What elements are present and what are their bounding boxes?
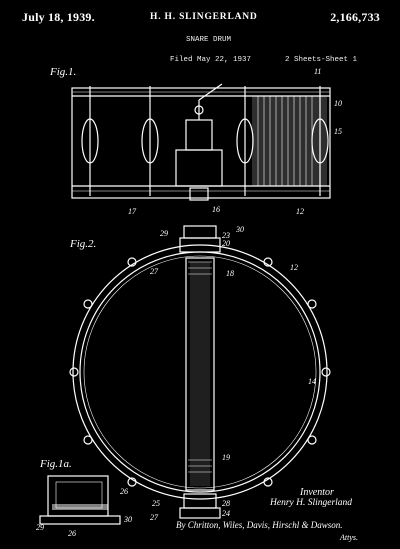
fig1-label: Fig.1. bbox=[50, 66, 77, 78]
inventor-name: H. H. SLINGERLAND bbox=[150, 12, 258, 22]
patent-date: July 18, 1939. bbox=[22, 10, 95, 24]
ref-30: 30 bbox=[235, 225, 244, 234]
ref-27b: 27 bbox=[150, 513, 159, 522]
ref-25: 25 bbox=[152, 499, 160, 508]
ref-26b: 26 bbox=[68, 529, 76, 538]
attorneys-abbrev: Attys. bbox=[340, 533, 358, 542]
ref-14: 14 bbox=[308, 377, 316, 386]
ref-19: 19 bbox=[222, 453, 230, 462]
fig2-drum-top-view: 29 30 23 20 27 18 12 14 19 25 28 24 27 bbox=[69, 225, 331, 522]
fig1a-label: Fig.1a. bbox=[40, 458, 72, 470]
ref-26: 26 bbox=[120, 487, 128, 496]
fig1-drum-side-view: 11 10 15 17 16 12 bbox=[71, 67, 342, 216]
ref-29: 29 bbox=[160, 229, 168, 238]
ref-11: 11 bbox=[314, 67, 321, 76]
ref-10: 10 bbox=[334, 99, 342, 108]
sheet-count: 2 Sheets-Sheet 1 bbox=[285, 56, 358, 64]
ref-12b: 12 bbox=[290, 263, 298, 272]
ref-30b: 30 bbox=[123, 515, 132, 524]
inventor-label: Inventor bbox=[300, 487, 334, 498]
filed-date: Filed May 22, 1937 bbox=[170, 56, 252, 64]
ref-20: 20 bbox=[222, 239, 230, 248]
ref-15: 15 bbox=[334, 127, 342, 136]
patent-number: 2,166,733 bbox=[330, 10, 380, 24]
ref-27: 27 bbox=[150, 267, 159, 276]
invention-title: SNARE DRUM bbox=[186, 36, 232, 44]
ref-16: 16 bbox=[212, 205, 220, 214]
ref-23: 23 bbox=[222, 231, 230, 240]
ref-24: 24 bbox=[222, 509, 230, 518]
ref-18: 18 bbox=[226, 269, 234, 278]
ref-12: 12 bbox=[296, 207, 304, 216]
fig2-label: Fig.2. bbox=[70, 238, 97, 250]
attorney-line: By Chritton, Wiles, Davis, Hirschl & Daw… bbox=[176, 520, 343, 530]
ref-28: 28 bbox=[222, 499, 230, 508]
ref-29b: 29 bbox=[36, 523, 44, 532]
ref-17: 17 bbox=[128, 207, 137, 216]
fig1a-detail: 26 30 29 26 bbox=[36, 475, 132, 538]
inventor-signature: Henry H. Slingerland bbox=[270, 498, 353, 508]
